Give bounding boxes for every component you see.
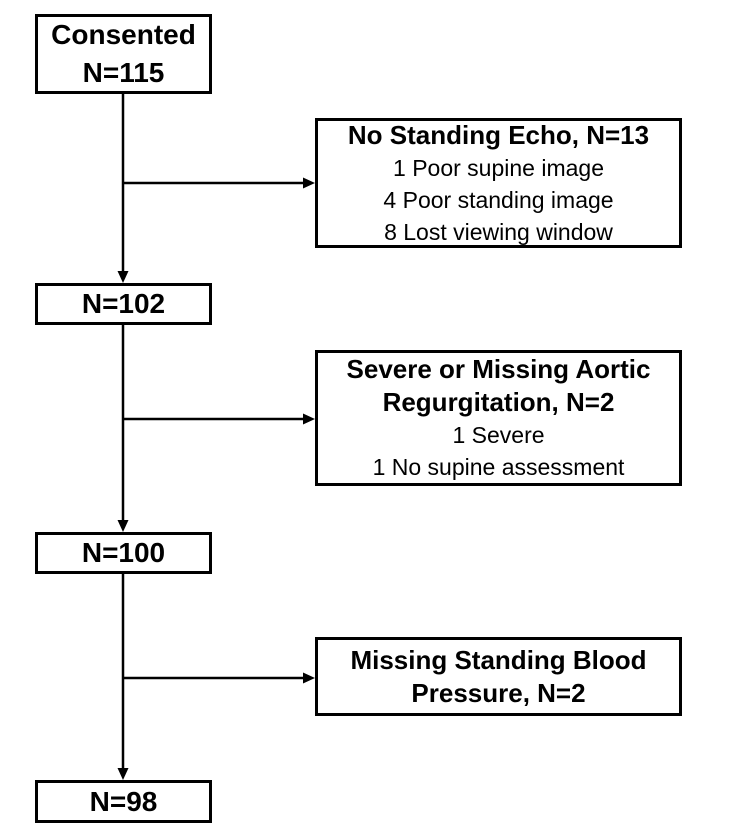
no-standing-echo-detail: 1 Poor supine image [393, 154, 604, 181]
arrowhead-down-n100 [117, 520, 129, 532]
box-n100: N=100 [35, 532, 212, 574]
aortic-regurgitation-detail: 1 Severe [452, 422, 545, 448]
box-n102-count: N=102 [81, 288, 166, 319]
arrowhead-down-n98 [117, 768, 129, 780]
box-n100-count: N=100 [81, 537, 166, 568]
box-n98-count: N=98 [89, 785, 158, 817]
box-n98: N=98 [35, 780, 212, 823]
box-missing-standing-bp: Missing Standing Blood Pressure, N=2 [315, 637, 682, 716]
no-standing-echo-title: No Standing Echo, N=13 [347, 119, 650, 150]
box-no-standing-echo: No Standing Echo, N=13 1 Poor supine ima… [315, 118, 682, 248]
box-consented: Consented N=115 [35, 14, 212, 94]
box-consented-count: N=115 [82, 57, 165, 88]
arrowhead-right-aortic-regurgitation [303, 413, 315, 425]
arrowhead-right-missing-bp [303, 672, 315, 684]
aortic-regurgitation-detail: 1 No supine assessment [372, 454, 625, 480]
aortic-regurgitation-title: Severe or Missing Aortic Regurgitation, … [346, 354, 651, 417]
arrowhead-down-n102 [117, 271, 129, 283]
box-consented-title: Consented [51, 19, 196, 50]
missing-standing-bp-title: Missing Standing Blood Pressure, N=2 [350, 644, 647, 708]
no-standing-echo-detail: 8 Lost viewing window [384, 218, 613, 245]
no-standing-echo-detail: 4 Poor standing image [383, 186, 614, 213]
arrowhead-right-no-standing-echo [303, 177, 315, 189]
box-n102: N=102 [35, 283, 212, 325]
box-aortic-regurgitation: Severe or Missing Aortic Regurgitation, … [315, 350, 682, 486]
